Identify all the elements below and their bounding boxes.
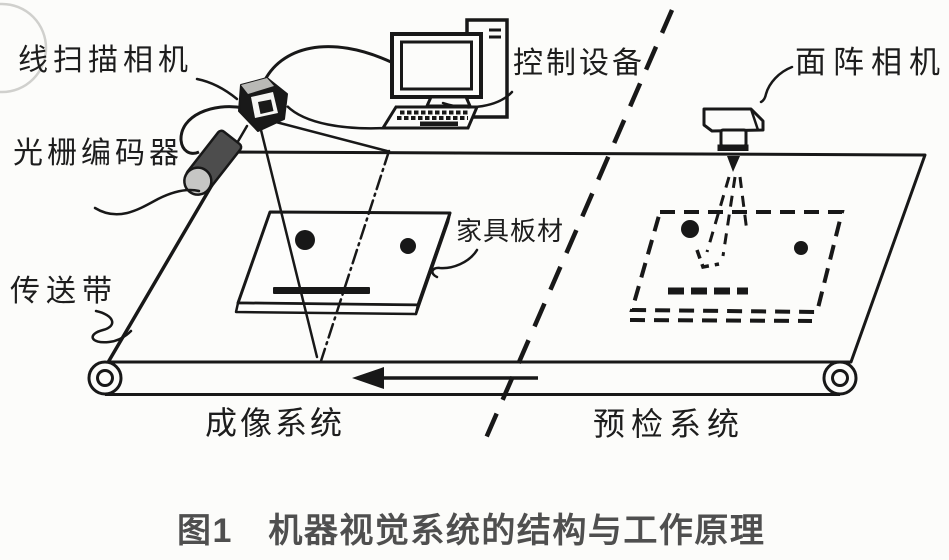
board-knot-dot [794, 241, 808, 255]
area-camera-light-beam [695, 156, 749, 269]
furniture-board-dashed [629, 210, 845, 323]
label-grating-encoder: 光栅编码器 [13, 137, 183, 170]
board-knot-dot [295, 230, 315, 250]
grating-encoder-icon [183, 129, 243, 196]
board-knot-dot [400, 238, 416, 254]
leader-control-equipment [441, 90, 514, 109]
label-leaders [91, 65, 794, 344]
label-furniture-board: 家具板材 [456, 217, 565, 246]
camera-to-computer-cable [261, 45, 392, 85]
label-preinspection-system: 预检系统 [593, 406, 746, 442]
camera-to-keyboard-cable [286, 105, 387, 130]
label-conveyor-belt: 传送带 [10, 275, 118, 308]
label-line-scan-camera: 线扫描相机 [18, 44, 193, 77]
page-curl-arc [0, 2, 48, 94]
cables [179, 45, 392, 155]
camera-to-encoder-cable [179, 105, 245, 155]
label-imaging-system: 成像系统 [205, 405, 346, 441]
conveyor-table [106, 150, 927, 364]
leader-area-camera [759, 65, 794, 104]
furniture-board-solid [234, 210, 452, 316]
board-knot-dot [681, 220, 699, 238]
label-area-camera: 面阵相机 [795, 45, 947, 80]
board-crack-bar [273, 287, 370, 294]
leader-grating-encoder [93, 188, 201, 216]
leader-line-scan-camera [195, 77, 239, 101]
control-computer-icon [380, 18, 509, 130]
belt-direction-arrow [352, 367, 538, 389]
line-scan-camera-icon [238, 77, 288, 132]
area-camera-icon [702, 107, 765, 151]
label-control-equipment: 控制设备 [513, 47, 645, 80]
computer-screen [400, 40, 473, 91]
scan-centerline [319, 149, 391, 363]
leader-conveyor-belt [91, 309, 133, 344]
leader-furniture-board [431, 248, 479, 279]
figure-caption: 图1 机器视觉系统的结构与工作原理 [177, 512, 766, 550]
conveyor-belt-shape [87, 360, 858, 396]
